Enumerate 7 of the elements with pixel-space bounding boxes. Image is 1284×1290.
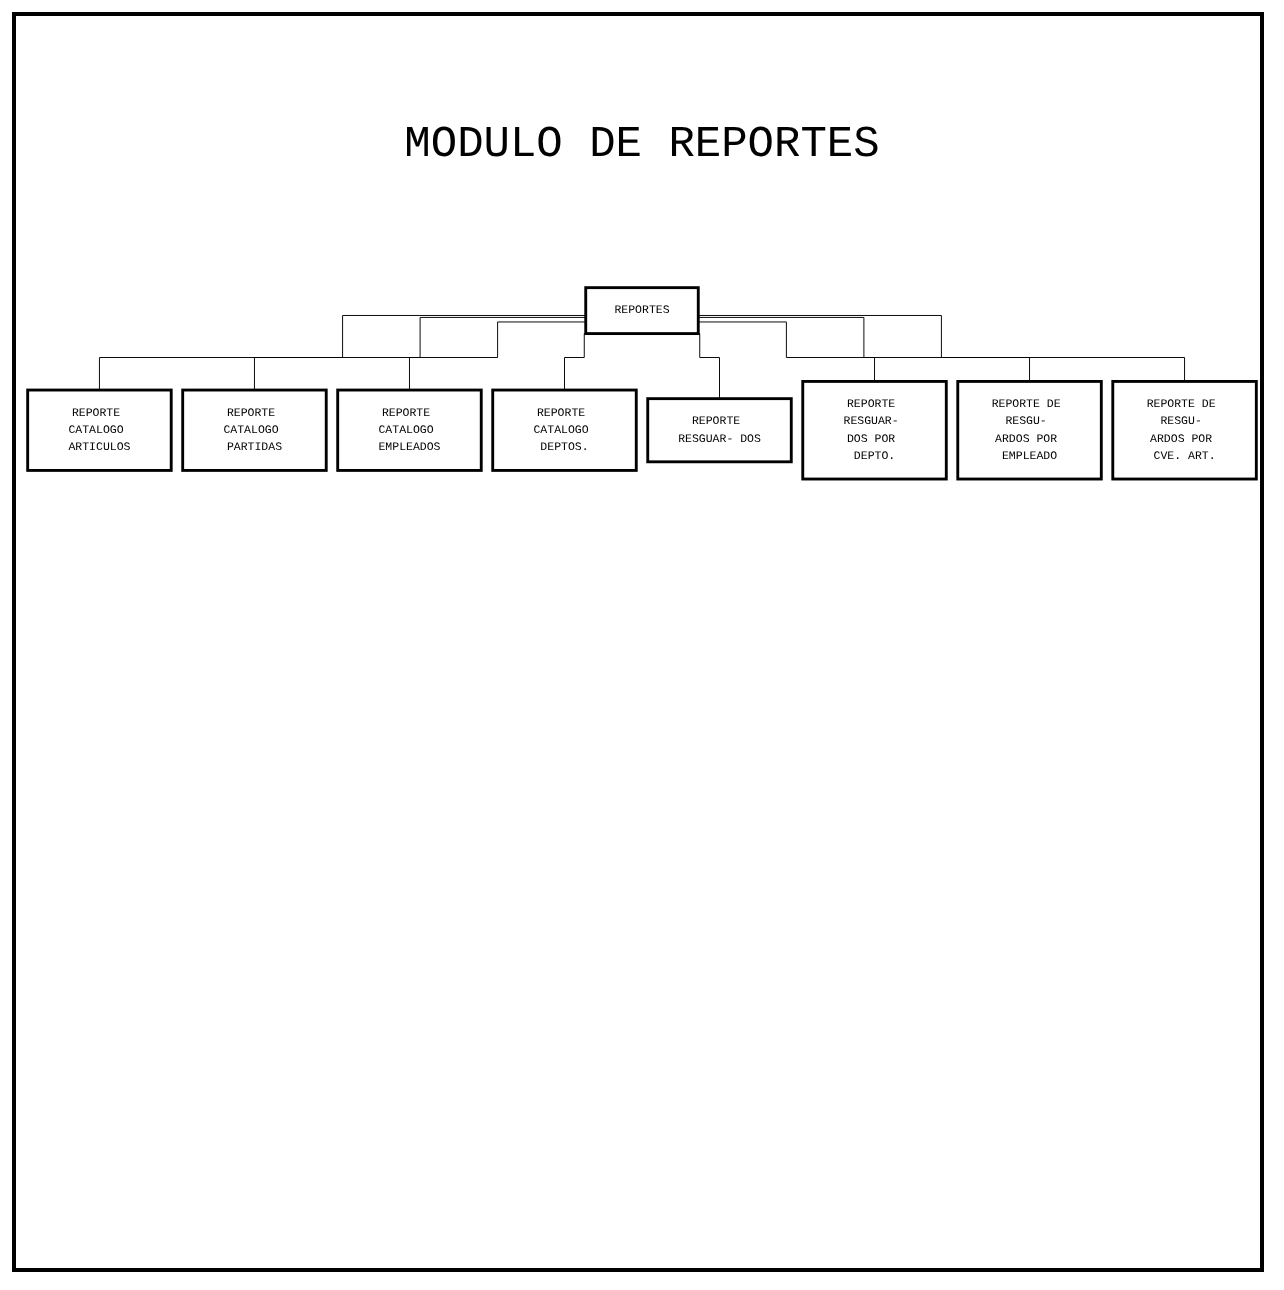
connector — [697, 316, 1030, 382]
diagram-title: MODULO DE REPORTES — [402, 120, 882, 170]
connector — [254, 316, 587, 391]
connector — [409, 321, 587, 391]
connector — [98, 315, 587, 391]
connector — [697, 321, 875, 382]
connector — [697, 315, 1186, 382]
